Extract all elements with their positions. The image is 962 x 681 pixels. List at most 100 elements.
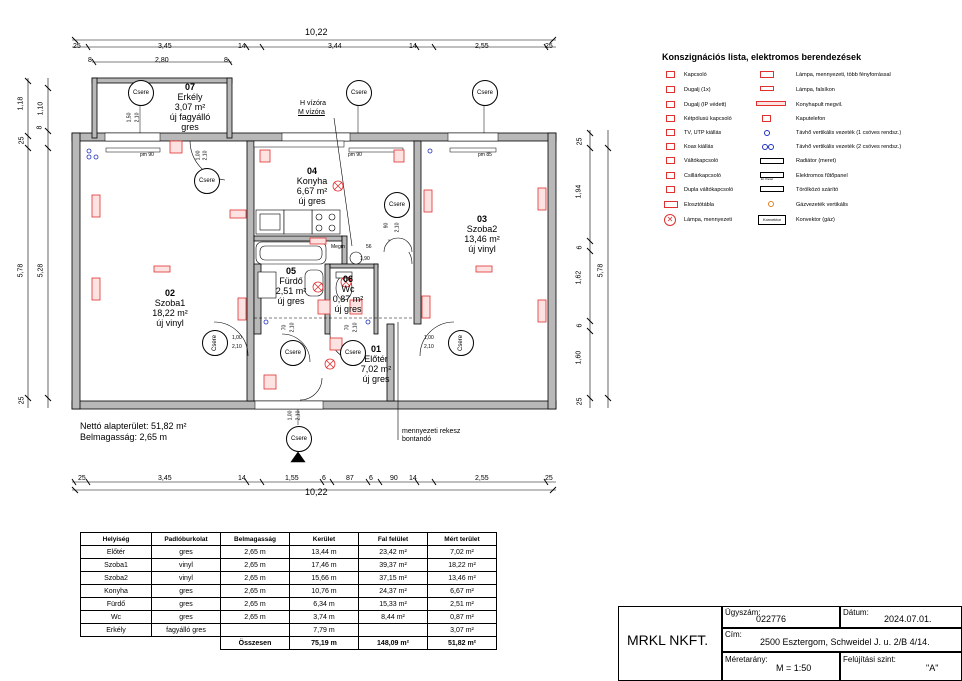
pipe-2-icon <box>762 144 768 150</box>
megm-label: Megm <box>331 244 345 250</box>
csere-marker: Csere <box>346 80 372 106</box>
door-dim: 56 <box>366 244 372 250</box>
col-header: Fal felület <box>358 532 428 546</box>
total-cell: 51,82 m² <box>427 636 497 650</box>
table-cell: 15,33 m² <box>358 597 428 611</box>
total-cell: 75,19 m <box>289 636 359 650</box>
room-label-szoba2: 03 Szoba2 13,46 m² új vinyl <box>464 214 500 254</box>
csere-marker: Csere <box>194 168 220 194</box>
dim-bottom-seg: 87 <box>346 475 354 482</box>
csere-marker: Csere <box>448 330 474 356</box>
gas-pipe-icon <box>768 201 774 207</box>
table-cell: Szoba2 <box>80 571 152 585</box>
door-dim: 2,10 <box>289 322 296 333</box>
pipe-1-icon <box>764 130 770 136</box>
legend-item-label: Konvektor (gáz) <box>796 217 835 223</box>
table-cell: 2,51 m² <box>427 597 497 611</box>
dim-balcony: 2,80 <box>155 57 169 64</box>
table-cell: 2,65 m <box>220 597 290 611</box>
dim-bottom-seg: 2,55 <box>475 475 489 482</box>
legend-item-label: Gázvezeték vertikális <box>796 202 848 208</box>
meretarany-value: M = 1:50 <box>776 663 812 673</box>
dim-bottom-seg: 3,45 <box>158 475 172 482</box>
legend-item-label: Kaputelefon <box>796 116 826 122</box>
door-dim: 2,10 <box>394 222 401 233</box>
table-cell: 17,46 m <box>289 558 359 572</box>
dim-top-seg: 3,45 <box>158 43 172 50</box>
towel-dryer-icon <box>760 186 784 192</box>
m-vizora-label: M vízóra <box>298 109 325 116</box>
dim-left: 5,78 <box>17 263 25 278</box>
room-label-furdo: 05 Fürdő 2,51 m² új gres <box>275 266 307 306</box>
table-cell: vinyl <box>151 558 221 572</box>
dim-bottom-seg: 6 <box>322 475 326 482</box>
csere-marker: Csere <box>340 340 366 366</box>
csere-marker: Csere <box>202 330 228 356</box>
table-cell: 15,66 m <box>289 571 359 585</box>
dim-bottom-seg: 90 <box>390 475 398 482</box>
dim-top-seg: 3,44 <box>328 43 342 50</box>
col-header: Mért terület <box>427 532 497 546</box>
dim-right: 25 <box>576 397 584 406</box>
table-cell: Szoba1 <box>80 558 152 572</box>
door-dim: 2,10 <box>295 410 302 421</box>
legend-item-label: Lámpa, mennyezeti <box>684 217 732 223</box>
legend-item-label: Kétpólusú kapcsoló <box>684 116 732 122</box>
h-vizora-label: H vízóra <box>300 100 327 107</box>
dim-left: 25 <box>18 136 26 145</box>
total-label: Összesen <box>220 636 290 650</box>
dim-right-outer: 5,78 <box>597 263 605 278</box>
dim-right: 1,62 <box>575 270 583 285</box>
legend-item-label: Konyhapult megvil. <box>796 102 843 108</box>
table-cell: 3,74 m <box>289 610 359 624</box>
door-dim: 2,10 <box>232 344 242 350</box>
table-cell: Erkély <box>80 623 152 637</box>
legend-item-label: Elektromos fűtőpanel <box>796 173 848 179</box>
legend-item-label: Lámpa, falsíkon <box>796 87 835 93</box>
cim-value: 2500 Esztergom, Schweidel J. u. 2/B 4/14… <box>760 637 930 647</box>
legend-item-label: Dugalj (1x) <box>684 87 711 93</box>
legend-item-label: Radiátor (meret) <box>796 158 837 164</box>
table-cell: 39,37 m² <box>358 558 428 572</box>
title-block-cell <box>722 606 840 628</box>
datum-value: 2024.07.01. <box>884 614 932 624</box>
felujitasi-label: Felújítási szint: <box>843 655 896 664</box>
dim-bottom-seg: 6 <box>369 475 373 482</box>
dim-bottom-seg: 14 <box>409 475 417 482</box>
multi-lamp-icon <box>760 71 774 78</box>
col-header: Belmagasság <box>220 532 290 546</box>
table-cell: 2,65 m <box>220 545 290 559</box>
table-cell: gres <box>151 545 221 559</box>
table-cell: 2,65 m <box>220 584 290 598</box>
csere-marker: Csere <box>384 192 410 218</box>
chandelier-switch-icon <box>666 172 675 179</box>
rekesz-label: mennyezeti rekesz <box>402 428 461 435</box>
el-panel-badge: El. Panel <box>761 177 774 181</box>
col-header: Helyiség <box>80 532 152 546</box>
table-cell: Konyha <box>80 584 152 598</box>
dim-right: 6 <box>576 323 584 328</box>
table-cell <box>220 623 290 637</box>
door-dim: 1,00 <box>424 335 434 341</box>
dim-left: 25 <box>18 396 26 405</box>
cim-label: Cím: <box>725 630 742 639</box>
double-pole-switch-icon <box>666 115 675 122</box>
datum-label: Dátum: <box>843 608 869 617</box>
table-cell: 37,15 m² <box>358 571 428 585</box>
legend-item-label: Váltókapcsoló <box>684 158 719 164</box>
dim-bottom-seg: 1,55 <box>285 475 299 482</box>
company-name: MRKL NKFT. <box>627 632 709 648</box>
table-cell: Előtér <box>80 545 152 559</box>
ceiling-lamp-icon: ✕ <box>664 214 676 226</box>
table-header-row: Helyiség Padlóburkolat Belmagasság Kerül… <box>80 532 497 546</box>
legend-title: Konszignációs lista, elektromos berendez… <box>662 52 862 62</box>
csere-marker: Csere <box>472 80 498 106</box>
table-total-row: Összesen 75,19 m 148,09 m² 51,82 m² <box>81 636 497 650</box>
distribution-board-icon <box>664 201 678 208</box>
